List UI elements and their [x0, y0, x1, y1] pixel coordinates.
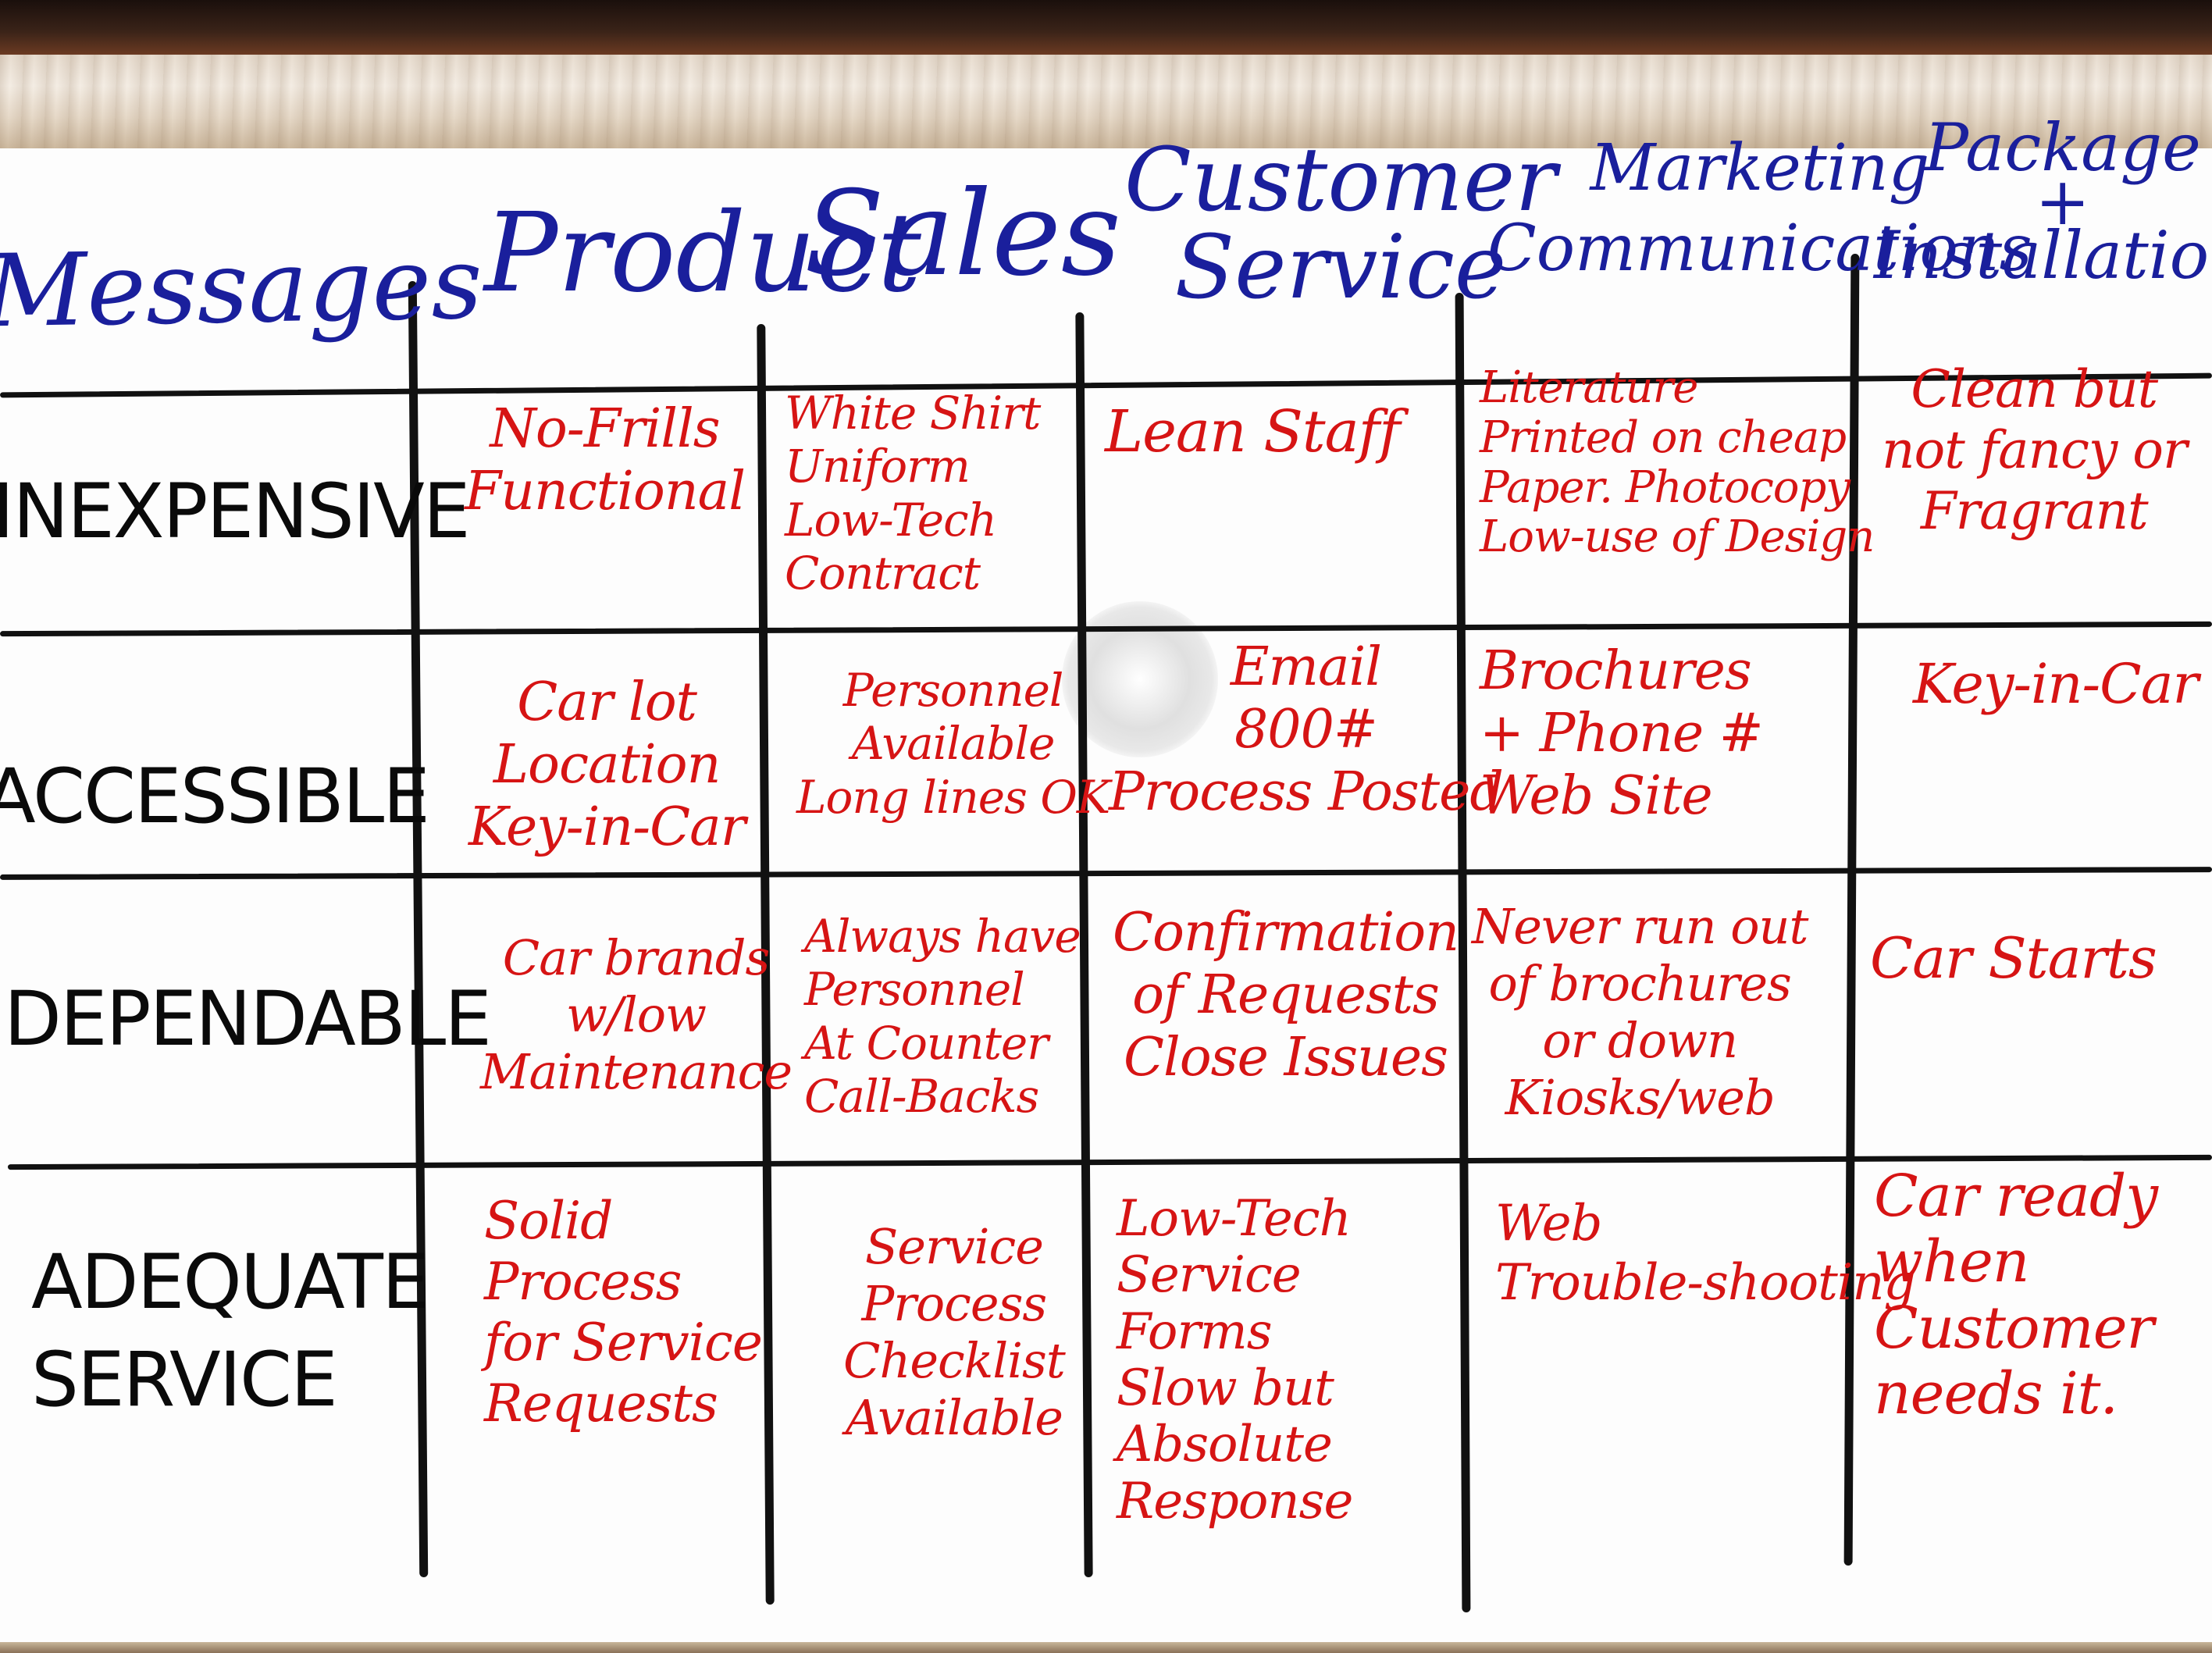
cell-adequate-service-customer-service: Low-Tech Service Forms Slow but Absolute…	[1117, 1190, 1353, 1530]
cell-inexpensive-product: No-Frills Functional	[465, 398, 746, 523]
cell-dependable-customer-service: Confirmation of Requests Close Issues	[1113, 902, 1459, 1089]
cell-adequate-service-sales: Service Process Checklist Available	[843, 1218, 1066, 1447]
cell-inexpensive-package-installation: Clean but not fancy or Fragrant	[1882, 359, 2188, 541]
row-label-inexpensive: INEXPENSIVE	[0, 468, 470, 555]
cell-accessible-customer-service: Email 800# Process Posted	[1109, 636, 1504, 824]
header-product: Product	[484, 190, 921, 317]
cell-dependable-package-installation: Car Starts	[1870, 925, 2157, 991]
cell-accessible-product: Car lot Location Key-in-Car	[468, 672, 746, 859]
row-divider-line	[0, 867, 2212, 880]
cell-accessible-marketing-communications: Brochures + Phone # Web Site	[1480, 640, 1764, 828]
row-label-accessible: ACCESSIBLE	[0, 753, 430, 840]
header-marketing-communications: Marketing Communications	[1487, 131, 2032, 286]
row-label-adequate-service: ADEQUATE SERVICE	[31, 1238, 429, 1423]
whiteboard: Messages Product Sales Customer Service …	[0, 115, 2212, 1642]
cell-adequate-service-product: Solid Process for Service Requests	[484, 1191, 763, 1434]
cell-dependable-marketing-communications: Never run out of brochures or down Kiosk…	[1472, 898, 1808, 1127]
header-sales: Sales	[804, 166, 1121, 302]
cell-adequate-service-marketing-communications: Web Trouble-shooting	[1495, 1195, 1915, 1312]
cell-dependable-product: Car brands w/low Maintenance	[480, 929, 793, 1101]
cell-accessible-sales: Personnel Available Long lines OK	[796, 664, 1110, 824]
header-divider-line	[0, 372, 2212, 398]
header-package-installation: Package + Installation	[1874, 109, 2212, 294]
whiteboard-frame-bottom	[0, 1642, 2212, 1653]
cell-accessible-package-installation: Key-in-Car	[1913, 652, 2199, 716]
header-messages: Messages	[0, 225, 484, 351]
row-label-dependable: DEPENDABLE	[4, 975, 492, 1063]
cell-dependable-sales: Always have Personnel At Counter Call-Ba…	[804, 910, 1081, 1124]
cell-inexpensive-sales: White Shirt Uniform Low-Tech Contract	[785, 387, 1041, 600]
header-customer-service: Customer Service	[1124, 130, 1557, 319]
cell-inexpensive-marketing-communications: Literature Printed on cheap Paper. Photo…	[1480, 362, 1875, 563]
cell-inexpensive-customer-service: Lean Staff	[1105, 398, 1401, 465]
cell-adequate-service-package-installation: Car ready when Customer needs it.	[1874, 1163, 2158, 1428]
